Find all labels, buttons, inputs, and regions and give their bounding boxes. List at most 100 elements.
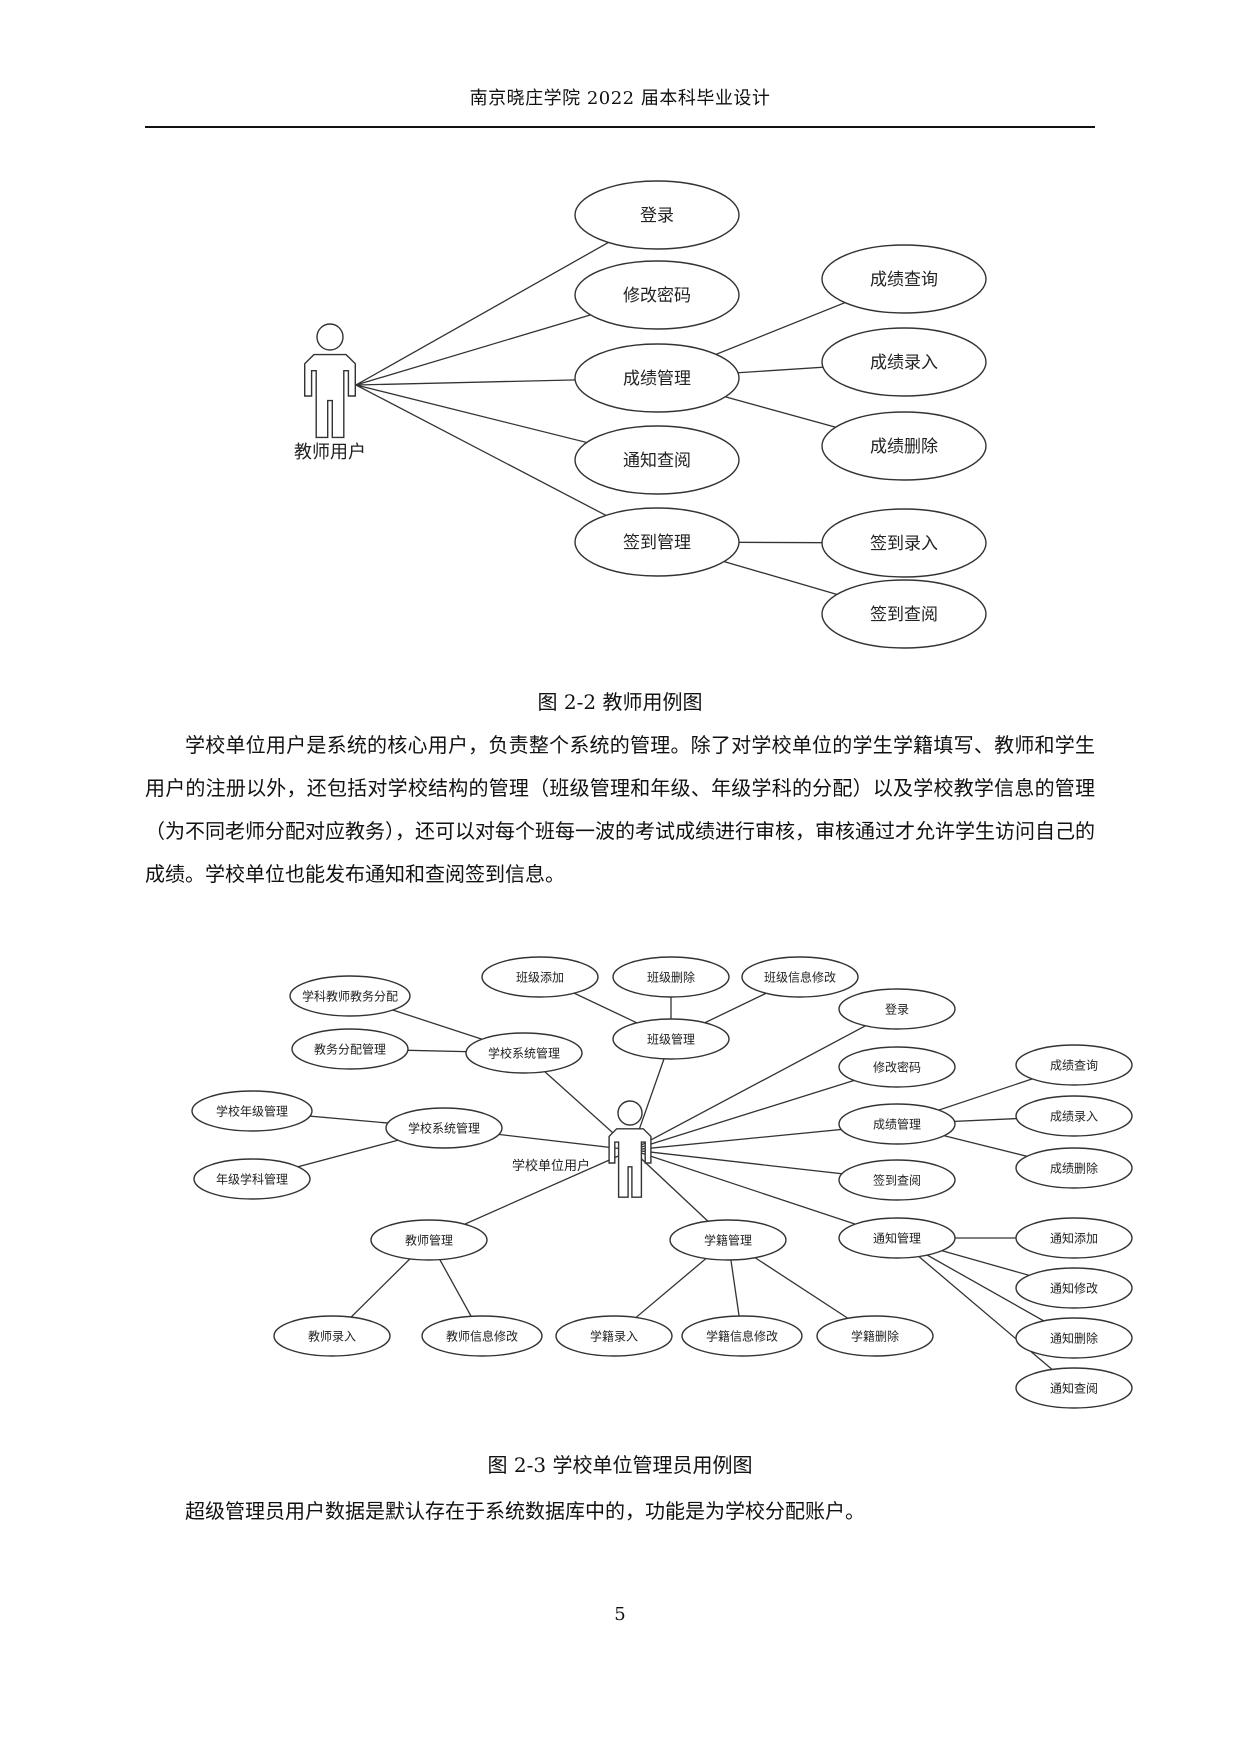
use-case-score: 成绩管理 — [574, 343, 740, 413]
use-case-ellipse — [555, 1315, 673, 1357]
use-case-sign: 签到管理 — [574, 507, 740, 577]
use-case-ellipse — [612, 1018, 730, 1060]
use-case-ellipse — [821, 579, 987, 649]
use-case-ellipse — [574, 425, 740, 495]
actor-body — [304, 353, 356, 439]
use-case-ellipse — [1015, 1217, 1133, 1259]
use-case-ellipse — [681, 1315, 803, 1357]
use-case-label: 登录 — [640, 206, 674, 226]
use-case-ellipse — [1015, 1095, 1133, 1137]
use-case-pwd: 修改密码 — [574, 260, 740, 330]
figure-2-2-caption: 图 2-2 教师用例图 — [537, 690, 703, 714]
use-case-label: 通知查阅 — [623, 451, 691, 471]
page-header: 南京晓庄学院 2022 届本科毕业设计 — [469, 88, 771, 109]
use-case-label: 教师管理 — [405, 1232, 453, 1247]
use-case-label: 通知修改 — [1050, 1280, 1098, 1295]
use-case-label: 学校系统管理 — [488, 1045, 560, 1060]
use-case-ellipse — [273, 1315, 391, 1357]
use-case-label: 班级删除 — [647, 969, 695, 984]
use-case-ellipse — [838, 988, 956, 1030]
use-case-score: 成绩管理 — [838, 1103, 956, 1145]
actor-head — [316, 323, 344, 351]
teacher-use-case-diagram: 登录修改密码成绩管理通知查阅签到管理成绩查询成绩录入成绩删除签到录入签到查阅教师… — [294, 180, 987, 649]
use-case-student-mgmt: 学籍管理 — [669, 1219, 787, 1261]
use-case-notice-mgmt: 通知管理 — [838, 1217, 956, 1259]
actor-figure: 教师用户 — [294, 323, 366, 463]
school-admin-use-case-diagram: 班级添加班级删除班级信息修改班级管理学科教师教务分配教务分配管理学校系统管理学校… — [191, 956, 1133, 1409]
use-case-label: 班级管理 — [647, 1031, 695, 1046]
use-case-class-add: 班级添加 — [481, 956, 599, 998]
use-case-ellipse — [289, 975, 411, 1017]
use-case-ellipse — [574, 260, 740, 330]
use-case-student-input: 学籍录入 — [555, 1315, 673, 1357]
use-case-notice-add: 通知添加 — [1015, 1217, 1133, 1259]
use-case-teacher-input: 教师录入 — [273, 1315, 391, 1357]
use-case-ellipse — [816, 1315, 934, 1357]
use-case-edu-assign: 教务分配管理 — [291, 1028, 409, 1070]
actor-figure: 学校单位用户 — [512, 1100, 652, 1198]
use-case-label: 学籍信息修改 — [706, 1328, 778, 1343]
use-case-ellipse — [1015, 1317, 1133, 1359]
use-case-ellipse — [741, 956, 859, 998]
use-case-ellipse — [385, 1107, 503, 1149]
use-case-ellipse — [465, 1032, 583, 1074]
use-case-sign-query: 签到查阅 — [821, 579, 987, 649]
use-case-label: 教师信息修改 — [446, 1328, 518, 1343]
use-case-school-sys2: 学校系统管理 — [385, 1107, 503, 1149]
use-case-label: 教师录入 — [308, 1328, 356, 1343]
use-case-label: 成绩录入 — [870, 353, 938, 373]
association-line — [896, 1237, 1075, 1389]
use-case-subj-assign: 学科教师教务分配 — [289, 975, 411, 1017]
use-case-ellipse — [838, 1103, 956, 1145]
use-case-label: 学校系统管理 — [408, 1120, 480, 1135]
use-case-score-query: 成绩查询 — [1015, 1044, 1133, 1086]
use-case-ellipse — [1015, 1367, 1133, 1409]
use-case-ellipse — [574, 180, 740, 250]
use-case-label: 签到查阅 — [873, 1172, 921, 1187]
use-case-class-edit: 班级信息修改 — [741, 956, 859, 998]
use-case-label: 通知查阅 — [1050, 1381, 1098, 1395]
use-case-notice: 通知查阅 — [574, 425, 740, 495]
use-case-ellipse — [481, 956, 599, 998]
use-case-label: 班级添加 — [516, 970, 564, 984]
use-case-ellipse — [193, 1158, 311, 1200]
use-case-label: 通知管理 — [873, 1230, 921, 1245]
use-case-ellipse — [1015, 1044, 1133, 1086]
use-case-label: 教务分配管理 — [314, 1041, 386, 1056]
use-case-ellipse — [191, 1090, 313, 1132]
use-case-ellipse — [421, 1315, 543, 1357]
use-case-class-del: 班级删除 — [612, 956, 730, 998]
use-case-student-edit: 学籍信息修改 — [681, 1315, 803, 1357]
use-case-grade-subj: 年级学科管理 — [193, 1158, 311, 1200]
use-case-label: 成绩删除 — [870, 437, 938, 457]
use-case-notice-edit: 通知修改 — [1015, 1267, 1133, 1309]
use-case-label: 修改密码 — [623, 286, 691, 306]
use-case-label: 签到查阅 — [870, 605, 938, 625]
use-case-ellipse — [838, 1217, 956, 1259]
use-case-label: 成绩删除 — [1050, 1160, 1098, 1175]
actor-body — [608, 1128, 652, 1198]
use-case-student-del: 学籍删除 — [816, 1315, 934, 1357]
use-case-label: 学科教师教务分配 — [302, 988, 398, 1003]
use-case-ellipse — [370, 1219, 488, 1261]
use-case-ellipse — [838, 1159, 956, 1201]
use-case-score-delete: 成绩删除 — [1015, 1147, 1133, 1189]
use-case-label: 成绩查询 — [1050, 1058, 1098, 1072]
use-case-ellipse — [821, 508, 987, 578]
use-case-label: 成绩管理 — [873, 1116, 921, 1131]
use-case-label: 成绩管理 — [623, 369, 691, 389]
actor-label: 教师用户 — [294, 442, 366, 463]
use-case-ellipse — [612, 956, 730, 998]
use-case-teacher-mgmt: 教师管理 — [370, 1219, 488, 1261]
use-case-login: 登录 — [838, 988, 956, 1030]
use-case-grade-mgmt: 学校年级管理 — [191, 1090, 313, 1132]
use-case-ellipse — [838, 1046, 956, 1088]
use-case-label: 年级学科管理 — [216, 1171, 288, 1186]
use-case-ellipse — [1015, 1267, 1133, 1309]
use-case-label: 修改密码 — [873, 1059, 921, 1074]
paragraph-school-user: 学校单位用户是系统的核心用户，负责整个系统的管理。除了对学校单位的学生学籍填写、… — [145, 733, 1095, 886]
use-case-ellipse — [574, 507, 740, 577]
use-case-label: 签到管理 — [623, 533, 691, 553]
use-case-label: 班级信息修改 — [764, 969, 836, 984]
header-rule — [145, 126, 1095, 128]
